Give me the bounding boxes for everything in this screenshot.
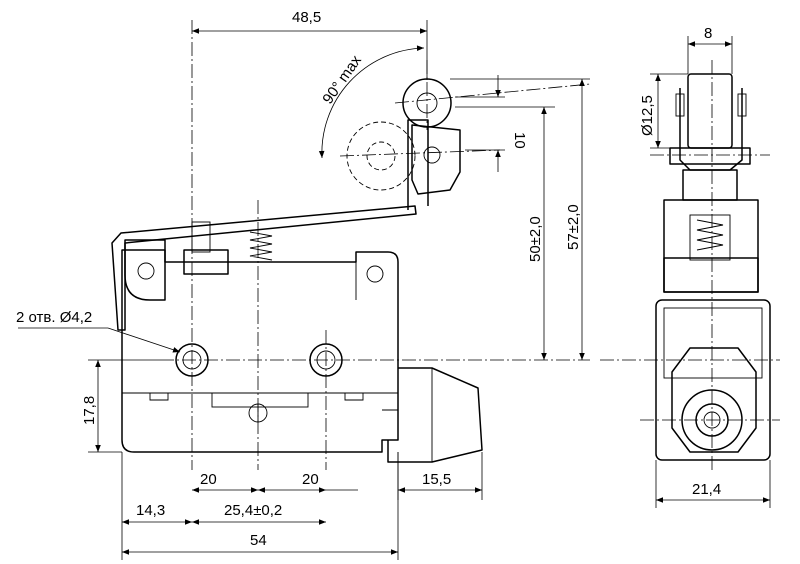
roller-alt-hub <box>366 141 396 171</box>
axis-roller-horizontal <box>394 83 591 104</box>
label-25-4: 25,4±0,2 <box>224 502 282 519</box>
return-spring <box>249 231 273 261</box>
clip-left <box>149 393 169 401</box>
axis-alt-roller <box>339 149 501 157</box>
pivot-hole-left <box>137 262 155 280</box>
label-holes: 2 отв. Ø4,2 <box>16 309 92 326</box>
label-20-right: 20 <box>302 471 319 488</box>
arc-90-max <box>318 45 425 159</box>
label-54: 54 <box>250 532 267 549</box>
label-10: 10 <box>511 132 528 149</box>
label-50: 50±2,0 <box>527 216 544 262</box>
roller-alt-position <box>346 121 416 191</box>
side-actuator-boot <box>671 347 757 453</box>
side-roller <box>687 73 733 149</box>
side-view <box>600 60 780 470</box>
side-spring <box>696 219 724 251</box>
fork-left-lug <box>675 93 685 117</box>
front-dimensions: 48,5 90° max 10 50±2,0 57±2,0 2 отв. Ø4,… <box>16 9 590 560</box>
label-57: 57±2,0 <box>565 204 582 250</box>
label-48-5: 48,5 <box>292 9 321 26</box>
lever-arm <box>111 205 417 331</box>
fork-right-lug <box>737 93 747 117</box>
bracket-hole <box>423 146 441 164</box>
cover-slot <box>211 392 309 408</box>
leader-holes <box>107 327 181 353</box>
side-spring-housing <box>689 214 731 261</box>
label-21-4: 21,4 <box>692 481 721 498</box>
side-head <box>663 199 759 293</box>
label-90-max: 90° max <box>319 52 365 107</box>
side-head-lower <box>663 257 759 293</box>
roller-bracket <box>411 124 461 195</box>
switch-body <box>121 249 399 453</box>
roller-arm <box>407 119 429 210</box>
side-dimensions: 8 Ø12,5 21,4 <box>639 25 771 508</box>
plunger-cap <box>183 249 229 275</box>
lever-pivot-block <box>124 239 166 301</box>
front-view <box>111 20 591 470</box>
side-body <box>655 299 771 461</box>
clip-right <box>344 393 364 401</box>
boot-step <box>382 409 399 440</box>
side-roller-axle <box>669 147 751 165</box>
side-body-panel <box>663 307 763 379</box>
label-15-5: 15,5 <box>422 471 451 488</box>
label-12-5: Ø12,5 <box>639 95 656 136</box>
pivot-hole-right <box>366 265 384 283</box>
label-17-8: 17,8 <box>81 396 98 425</box>
label-14-3: 14,3 <box>136 502 165 519</box>
actuator-boot <box>387 367 483 463</box>
label-20-left: 20 <box>200 471 217 488</box>
side-lever-block <box>682 169 738 201</box>
label-8: 8 <box>704 25 712 42</box>
